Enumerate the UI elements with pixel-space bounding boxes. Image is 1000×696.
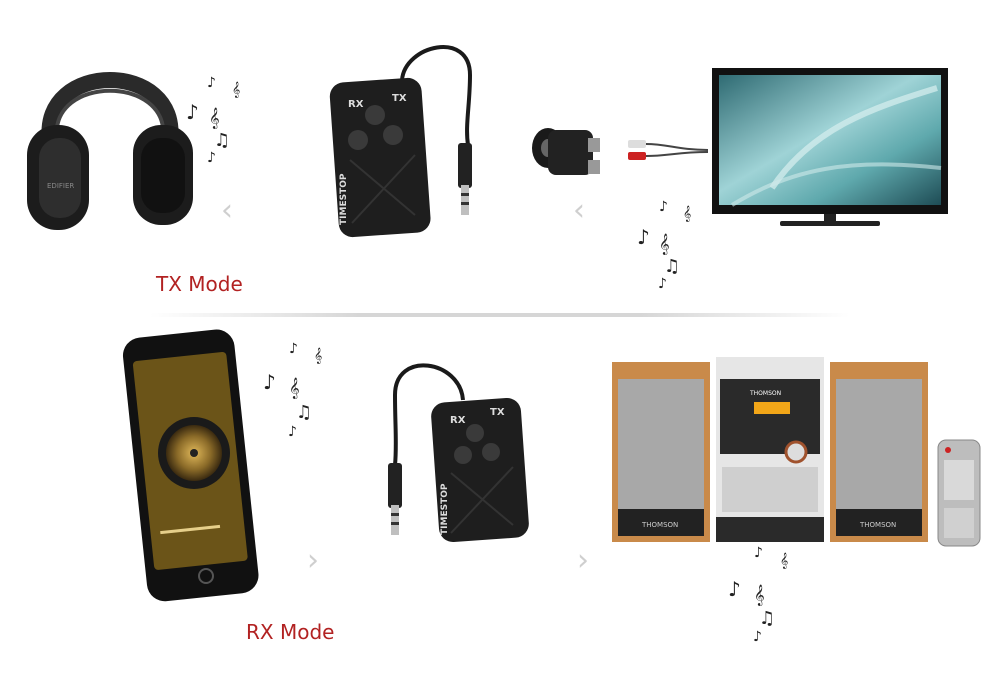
device-brand: TIMESTOP: [440, 483, 450, 535]
music-note-icon: ♪: [288, 424, 297, 440]
music-note-icon: ♪: [659, 199, 668, 215]
beamed-notes-icon: ♫: [664, 256, 681, 277]
beamed-notes-icon: ♫: [296, 402, 313, 423]
speaker-brand-right: THOMSON: [859, 521, 896, 529]
music-note-icon: ♪: [186, 100, 199, 124]
tx-label: TX: [392, 93, 407, 104]
tx-mode-label: TX Mode: [156, 272, 243, 296]
remote-control-image: [937, 439, 981, 547]
treble-clef-icon: 𝄞: [659, 234, 670, 255]
rx-mode-label: RX Mode: [246, 620, 335, 644]
stereo-system-image: THOMSON THOMSON THOMSON: [612, 357, 928, 542]
speaker-brand-left: THOMSON: [641, 521, 678, 529]
headphones-brand: EDIFIER: [47, 182, 74, 190]
smartphone-image: [122, 329, 259, 602]
chevron-right-icon: ›: [577, 543, 589, 578]
tx-label: TX: [490, 407, 505, 418]
treble-clef-icon: 𝄞: [209, 108, 220, 129]
beamed-notes-icon: ♫: [759, 608, 776, 629]
rca-adapter-image: [532, 128, 709, 175]
headphones-image: EDIFIER: [27, 72, 193, 230]
treble-clef-icon: 𝄞: [232, 82, 241, 98]
rx-label: RX: [450, 415, 466, 426]
treble-clef-icon: 𝄞: [289, 378, 300, 399]
music-note-icon: ♪: [754, 545, 763, 561]
treble-clef-icon: 𝄞: [754, 585, 765, 606]
treble-clef-icon: 𝄞: [683, 206, 692, 222]
bluetooth-receiver-image: RX TX TIMESTOP: [388, 363, 529, 543]
television-image: [712, 68, 948, 226]
treble-clef-icon: 𝄞: [780, 553, 789, 569]
treble-clef-icon: 𝄞: [314, 348, 323, 364]
chevron-left-icon: ‹: [573, 193, 585, 228]
chevron-right-icon: ›: [307, 543, 319, 578]
stereo-brand-center: THOMSON: [749, 390, 781, 397]
music-note-icon: ♪: [637, 225, 650, 249]
music-note-icon: ♪: [728, 577, 741, 601]
device-brand: TIMESTOP: [339, 173, 349, 225]
music-note-icon: ♪: [289, 341, 298, 357]
music-note-icon: ♪: [207, 150, 216, 166]
chevron-left-icon: ‹: [221, 193, 233, 228]
bluetooth-transmitter-image: RX TX TIMESTOP: [329, 45, 473, 238]
beamed-notes-icon: ♫: [214, 130, 231, 151]
rx-label: RX: [348, 99, 364, 110]
music-note-icon: ♪: [263, 370, 276, 394]
music-note-icon: ♪: [658, 276, 667, 292]
music-note-icon: ♪: [753, 629, 762, 645]
section-divider: [150, 313, 850, 317]
music-note-icon: ♪: [207, 75, 216, 91]
